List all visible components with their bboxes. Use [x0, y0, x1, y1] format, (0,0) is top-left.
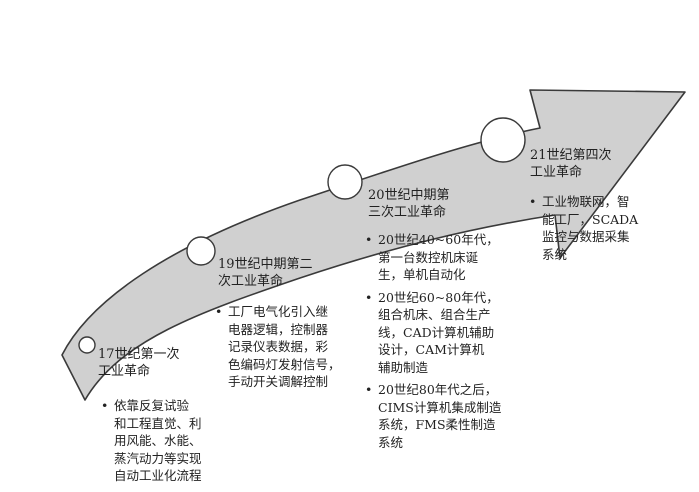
era-3-bullet-1: 20世纪40~60年代， 第一台数控机床诞 生，单机自动化 [364, 231, 501, 284]
era-3-bullet-2-line-5: 辅助制造 [378, 359, 429, 375]
era-3-bullet-2-line-1: 20世纪60~80年代， [378, 289, 499, 305]
era-3-title: 20世纪中期第 三次工业革命 [368, 187, 450, 221]
era-4-bullets: 工业物联网，智 能工厂，SCADA 监控与数据采集 系统 [528, 193, 638, 268]
era-1-title-line-1: 17世纪第一次 [98, 347, 180, 362]
era-2-bullet-1-line-3: 记录仪表数据，彩 [228, 339, 329, 354]
era-3-title-line-2: 三次工业革命 [368, 205, 447, 220]
era-3-bullet-3-line-3: 系统，FMS柔性制造 [378, 417, 496, 432]
era-3-bullets: 20世纪40~60年代， 第一台数控机床诞 生，单机自动化 20世纪60~80年… [364, 231, 501, 456]
era-2-bullet-1-line-1: 工厂电气化引入继 [228, 304, 329, 319]
era-2-title-line-1: 19世纪中期第二 [218, 257, 313, 272]
era-1-bullet-1-line-4: 蒸汽动力等实现 [114, 450, 202, 466]
era-2-bullet-1-line-4: 色编码灯发射信号， [228, 356, 341, 372]
era-2-bullet-1-line-5: 手动开关调解控制 [228, 374, 329, 389]
era-4-title: 21世纪第四次 工业革命 [530, 147, 612, 181]
era-node-1 [78, 336, 96, 354]
era-node-4 [480, 117, 526, 163]
era-2-bullets: 工厂电气化引入继 电器逻辑，控制器 记录仪表数据，彩 色编码灯发射信号， 手动开… [214, 303, 341, 396]
era-3-bullet-2: 20世纪60~80年代， 组合机床、组合生产 线，CAD计算机辅助 设计，CAM… [364, 289, 501, 377]
era-3-bullet-3-line-1: 20世纪80年代之后， [378, 382, 498, 397]
era-2-title-line-2: 次工业革命 [218, 274, 284, 289]
era-2-bullet-1: 工厂电气化引入继 电器逻辑，控制器 记录仪表数据，彩 色编码灯发射信号， 手动开… [214, 303, 341, 391]
era-1-title: 17世纪第一次 工业革命 [98, 346, 180, 380]
era-3-bullet-3-line-2: CIMS计算机集成制造 [378, 399, 502, 415]
era-1-bullet-1-line-2: 和工程直觉、利 [114, 415, 202, 431]
era-3-bullet-2-line-2: 组合机床、组合生产 [378, 307, 491, 322]
era-3-title-line-1: 20世纪中期第 [368, 188, 450, 203]
era-3-bullet-3: 20世纪80年代之后， CIMS计算机集成制造 系统，FMS柔性制造 系统 [364, 381, 501, 451]
era-3-bullet-2-line-4: 设计，CAM计算机 [378, 342, 485, 357]
era-4-bullet-1-line-2: 能工厂，SCADA [542, 211, 639, 227]
era-node-3 [327, 164, 363, 200]
era-1-bullet-1-line-3: 用风能、水能、 [114, 433, 202, 448]
era-3-bullet-1-line-2: 第一台数控机床诞 [378, 249, 479, 265]
era-1-bullet-1-line-1: 依靠反复试验 [114, 398, 190, 413]
era-4-bullet-1: 工业物联网，智 能工厂，SCADA 监控与数据采集 系统 [528, 193, 638, 263]
era-1-bullets: 依靠反复试验 和工程直觉、利 用风能、水能、 蒸汽动力等实现 自动工业化流程 [100, 397, 202, 490]
era-2-bullet-1-line-2: 电器逻辑，控制器 [228, 321, 329, 337]
era-4-title-line-1: 21世纪第四次 [530, 148, 612, 163]
era-3-bullet-3-line-4: 系统 [378, 434, 404, 450]
era-2-title: 19世纪中期第二 次工业革命 [218, 256, 313, 290]
era-3-bullet-1-line-1: 20世纪40~60年代， [378, 232, 499, 247]
era-3-bullet-2-line-3: 线，CAD计算机辅助 [378, 324, 495, 340]
era-3-bullet-1-line-3: 生，单机自动化 [378, 267, 466, 282]
era-node-2 [186, 236, 216, 266]
era-4-bullet-1-line-4: 系统 [542, 246, 568, 262]
era-4-title-line-2: 工业革命 [530, 165, 583, 180]
era-1-title-line-2: 工业革命 [98, 364, 151, 379]
era-1-bullet-1: 依靠反复试验 和工程直觉、利 用风能、水能、 蒸汽动力等实现 自动工业化流程 [100, 397, 202, 485]
era-4-bullet-1-line-3: 监控与数据采集 [542, 229, 630, 244]
era-4-bullet-1-line-1: 工业物联网，智 [542, 194, 630, 209]
era-1-bullet-1-line-5: 自动工业化流程 [114, 468, 202, 483]
